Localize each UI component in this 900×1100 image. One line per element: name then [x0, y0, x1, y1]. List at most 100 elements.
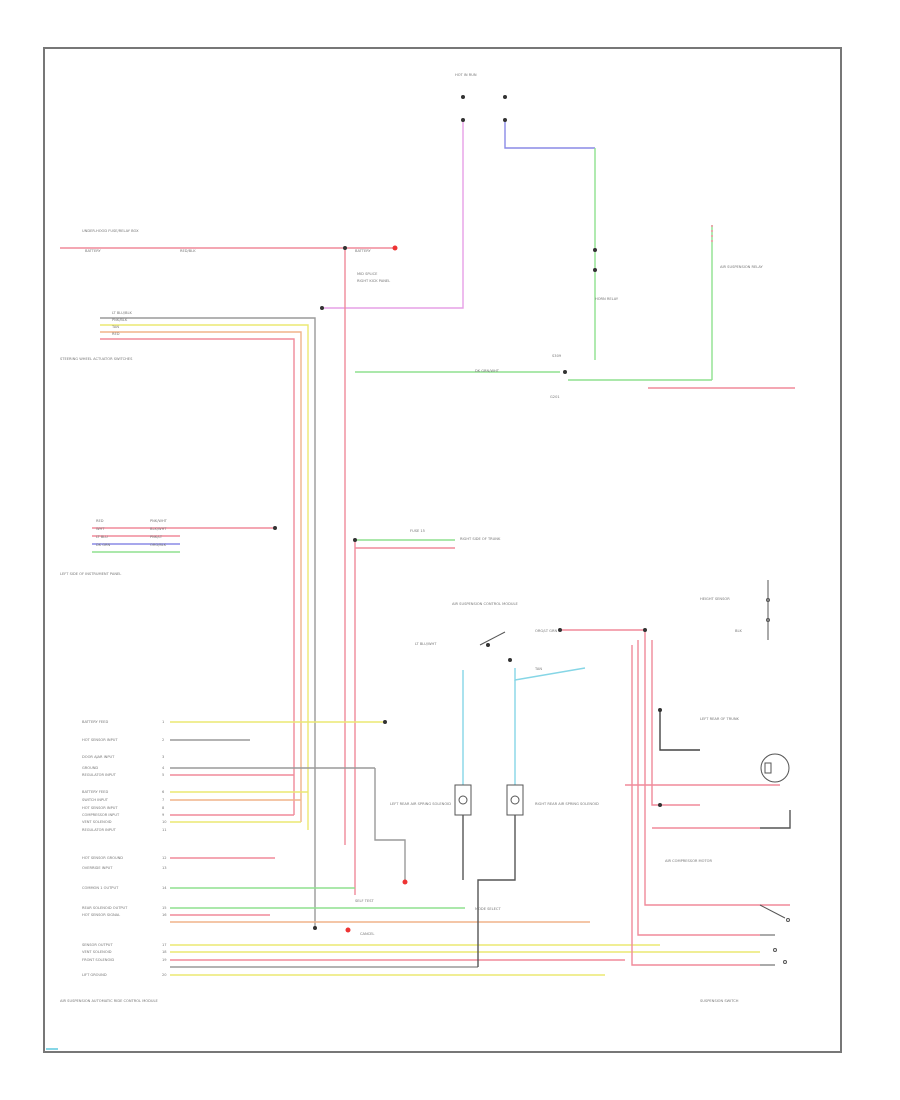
relay-switch [479, 631, 506, 646]
mid-left-pin-name: PNK/LT [150, 535, 163, 539]
label-self-test: SELF TEST [355, 899, 375, 903]
mid-left-pin-label: RED [96, 519, 104, 523]
mid-left-pin-name: ORG/BLK [150, 543, 167, 547]
label-battery-left: BATTERY [85, 249, 102, 253]
connector-pin-name: VENT SOLENOID [82, 950, 112, 954]
label-left-rear-sol: LEFT REAR AIR SPRING SOLENOID [390, 802, 451, 806]
mid-left-pin-name: PNK/WHT [150, 519, 168, 523]
connector-pin-name: HOT SENSOR SIGNAL [82, 913, 120, 917]
connector-pin-name: COMPRESSOR INPUT [82, 813, 120, 817]
top-left-pin-label: TAN [111, 325, 119, 329]
label-right-rear-sol: RIGHT REAR AIR SPRING SOLENOID [535, 802, 599, 806]
label-left-rear: LEFT REAR OF TRUNK [700, 717, 740, 721]
label-org-grn: ORG/LT GRN [535, 629, 557, 633]
connector-pin-number: 12 [162, 856, 167, 860]
connector-pin-name: OVERRIDE INPUT [82, 866, 113, 870]
connector-pin-number: 9 [162, 813, 165, 817]
connector-pin-number: 2 [162, 738, 164, 742]
connector-pin-number: 17 [162, 943, 167, 947]
label-air-susp-relay: AIR SUSPENSION RELAY [720, 265, 764, 269]
left-rear-solenoid [454, 784, 472, 816]
connector-pin-name: LIFT GROUND [82, 973, 107, 977]
connector-pin-number: 15 [162, 906, 167, 910]
connector-pin-name: HOT SENSOR INPUT [82, 806, 118, 810]
label-height-sensor: HEIGHT SENSOR [700, 597, 730, 601]
splices [273, 95, 662, 933]
label-power-module: AIR SUSPENSION CONTROL MODULE [452, 602, 518, 606]
connector-pin-name: REAR SOLENOID OUTPUT [82, 906, 128, 910]
label-battery-mid: BATTERY [355, 249, 372, 253]
label-green-wire: DK GRN/WHT [475, 369, 500, 373]
connector-pin-name: VENT SOLENOID [82, 820, 112, 824]
connector-pin-name: SENSOR OUTPUT [82, 943, 113, 947]
wire-gray-to-ground [374, 768, 406, 882]
connector-pin-number: 4 [162, 766, 165, 770]
label-horn-relay: HORN RELAY [595, 297, 619, 301]
connector-pin-number: 5 [162, 773, 164, 777]
wire-trunk-4 [100, 338, 295, 815]
label-fuse-box: UNDER-HOOD FUSE/RELAY BOX [82, 229, 139, 233]
connector-pin-name: COMMON 1 OUTPUT [82, 886, 119, 890]
connector-pin-number: 11 [162, 828, 167, 832]
label-right-splice: S309 [552, 354, 562, 358]
connector-pin-name: REGULATOR INPUT [82, 773, 117, 777]
label-red-left: RED/BLK [180, 249, 196, 253]
top-left-pin-label: LT BLU/BLK [112, 311, 132, 315]
connector-pin-number: 7 [162, 798, 164, 802]
wire-trunk-2 [100, 324, 309, 830]
label-blu-wht: LT BLU/WHT [415, 642, 437, 646]
connector-pin-number: 19 [162, 958, 167, 962]
wire-right-red-1 [644, 630, 790, 906]
connector-pin-name: FRONT SOLENOID [82, 958, 114, 962]
label-bottom-left-caption: AIR SUSPENSION AUTOMATIC RIDE CONTROL MO… [60, 999, 159, 1003]
wire-cyan-right [514, 667, 586, 681]
top-left-pin-label: PNK/BLK [112, 318, 128, 322]
mid-left-connector: RED WHT LT BLU DK GRN PNK/WHT BLK/WHT PNK/LT OR… [96, 519, 168, 547]
connector-pin-name: REGULATOR INPUT [82, 828, 117, 832]
label-lower-left-note: LEFT SIDE OF INSTRUMENT PANEL [60, 572, 121, 576]
connector-pin-number: 8 [162, 806, 165, 810]
wire-right-red-2 [637, 640, 760, 936]
label-tan: TAN [534, 667, 542, 671]
connector-pin-number: 13 [162, 866, 167, 870]
mid-left-pin-label: DK GRN [96, 543, 111, 547]
label-ground: G201 [550, 395, 560, 399]
label-mode-select: MODE SELECT [475, 907, 501, 911]
top-left-connector: LT BLU/BLK PNK/BLK TAN RED [111, 311, 132, 336]
mid-left-pin-name: BLK/WHT [150, 527, 167, 531]
wire-right-red-3 [631, 645, 760, 966]
compressor-motor-symbol [760, 753, 790, 783]
height-sensor-symbol [766, 580, 770, 640]
top-left-pin-label: RED [112, 332, 120, 336]
connector-pin-number: 1 [162, 720, 164, 724]
mode-switch-symbol [759, 904, 790, 966]
label-steering-note: STEERING WHEEL ACTUATOR SWITCHES [60, 357, 133, 361]
connector-pin-name: HOT SENSOR GROUND [82, 856, 123, 860]
connector-pin-name: HOT SENSOR INPUT [82, 738, 118, 742]
wire-right-dark-2 [760, 810, 791, 829]
right-rear-solenoid [506, 784, 524, 816]
label-blk: BLK [735, 629, 742, 633]
connector-pin-number: 14 [162, 886, 167, 890]
wire-blue-top [504, 120, 595, 149]
connector-pin-name: BATTERY FEED [82, 720, 108, 724]
connector-pin-number: 10 [162, 820, 167, 824]
mid-left-pin-label: WHT [96, 527, 105, 531]
connector-pin-number: 6 [162, 790, 165, 794]
label-compressor: AIR COMPRESSOR MOTOR [665, 859, 713, 863]
connector-pin-name: GROUND [82, 766, 98, 770]
label-right-kick-panel: RIGHT KICK PANEL [357, 279, 390, 283]
connector-pin-name: BATTERY FEED [82, 790, 108, 794]
label-cancel: CANCEL [360, 932, 374, 936]
wire-right-dark [659, 710, 700, 751]
label-mid-splice: MID SPLICE [357, 272, 378, 276]
wires [60, 120, 795, 976]
connector-pin-name: SWITCH INPUT [82, 798, 109, 802]
label-bottom-right-caption: SUSPENSION SWITCH [700, 999, 739, 1003]
mid-left-pin-label: LT BLU [96, 535, 108, 539]
labels: HOT IN RUN UNDER-HOOD FUSE/RELAY BOX BAT… [60, 73, 764, 1003]
connector-pin-number: 18 [162, 950, 167, 954]
label-fuse: FUSE 15 [410, 529, 425, 533]
